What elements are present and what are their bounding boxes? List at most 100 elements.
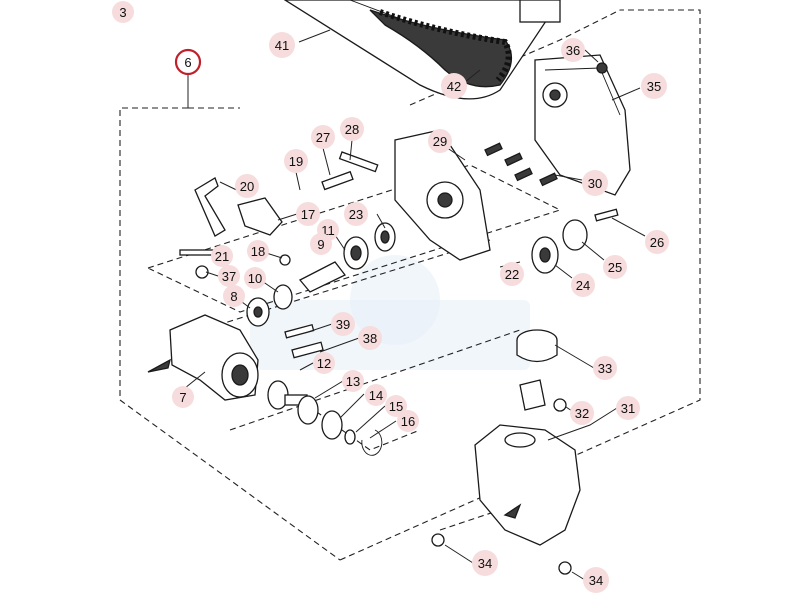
callout-number: 26	[650, 235, 664, 250]
callout-33: 33	[593, 356, 617, 380]
callout-number: 35	[647, 79, 661, 94]
callout-number: 38	[363, 331, 377, 346]
bearing-13	[297, 395, 319, 425]
callout-number: 24	[576, 278, 590, 293]
gear-11	[343, 236, 369, 270]
callout-circle	[472, 550, 498, 576]
callout-circle	[571, 273, 595, 297]
callout-circle	[313, 352, 335, 374]
watermark	[250, 255, 530, 370]
callout-circle	[385, 395, 407, 417]
snap-ring-16	[361, 429, 383, 456]
callout-34a: 34	[472, 550, 498, 576]
callout-number: 14	[369, 388, 383, 403]
callout-circle	[269, 32, 295, 58]
callout-number: 41	[275, 38, 289, 53]
lever-20	[194, 177, 226, 237]
callout-circle	[428, 129, 452, 153]
callout-circle	[342, 370, 364, 392]
callout-number: 16	[401, 414, 415, 429]
callout-number: 18	[251, 244, 265, 259]
callout-number: 32	[575, 406, 589, 421]
callout-circle	[174, 48, 202, 76]
callout-circle	[344, 202, 368, 226]
callout-number: 21	[215, 249, 229, 264]
callout-38: 38	[358, 326, 382, 350]
callout-3: 3	[112, 1, 134, 23]
callout-circle	[310, 233, 332, 255]
callout-number: 20	[240, 179, 254, 194]
callout-number: 3	[119, 5, 126, 20]
callout-number: 27	[316, 130, 330, 145]
nut-36	[596, 62, 608, 74]
callout-27: 27	[311, 125, 335, 149]
callout-number: 34	[589, 573, 603, 588]
callout-circle	[441, 73, 467, 99]
washer-25	[562, 219, 588, 251]
callout-circle	[244, 267, 266, 289]
callout-number: 10	[248, 271, 262, 286]
callout-15: 15	[385, 395, 407, 417]
callout-circle	[311, 125, 335, 149]
callout-circle	[218, 265, 240, 287]
callout-17: 17	[296, 202, 320, 226]
callout-9: 9	[310, 233, 332, 255]
callout-29: 29	[428, 129, 452, 153]
callout-6[interactable]: 6	[174, 48, 202, 76]
callout-circle	[582, 170, 608, 196]
callout-number: 30	[588, 176, 602, 191]
bearing-10	[273, 284, 293, 310]
callout-31: 31	[616, 396, 640, 420]
bolts-29-30	[484, 142, 558, 187]
callout-circle	[603, 255, 627, 279]
bolts-38-39	[284, 323, 324, 359]
callout-circle	[641, 73, 667, 99]
callout-7: 7	[172, 386, 194, 408]
callout-36: 36	[561, 38, 585, 62]
callout-number: 8	[230, 289, 237, 304]
callout-number: 33	[598, 361, 612, 376]
callout-number: 25	[608, 260, 622, 275]
callout-circle	[247, 240, 269, 262]
callout-32: 32	[570, 401, 594, 425]
callout-circle	[645, 230, 669, 254]
callout-8: 8	[223, 285, 245, 307]
callout-number: 12	[317, 356, 331, 371]
callout-circle	[570, 401, 594, 425]
callout-28: 28	[340, 117, 364, 141]
callout-25: 25	[603, 255, 627, 279]
screws-27-28	[321, 151, 379, 191]
callout-number: 28	[345, 122, 359, 137]
callout-number: 34	[478, 556, 492, 571]
bearing-23	[374, 222, 396, 252]
callout-26: 26	[645, 230, 669, 254]
callout-circle	[561, 38, 585, 62]
callout-41: 41	[269, 32, 295, 58]
bolt-37	[195, 265, 209, 279]
callout-circle	[112, 1, 134, 23]
callout-circle	[358, 326, 382, 350]
callout-number: 42	[447, 79, 461, 94]
callout-number: 17	[301, 207, 315, 222]
pinion-12	[267, 380, 308, 410]
bolt-34b	[558, 561, 572, 575]
strainer	[519, 379, 546, 411]
callout-circle	[223, 285, 245, 307]
callout-number: 36	[566, 43, 580, 58]
bolt-32	[553, 398, 567, 412]
callout-20: 20	[235, 174, 259, 198]
nut-18	[279, 254, 291, 266]
washer-15	[344, 429, 356, 445]
callout-34b: 34	[583, 567, 609, 593]
callout-37: 37	[218, 265, 240, 287]
callout-18: 18	[247, 240, 269, 262]
callout-number: 7	[179, 390, 186, 405]
saw-chain	[369, 9, 512, 88]
callout-number: 9	[317, 237, 324, 252]
callout-24: 24	[571, 273, 595, 297]
callout-circle	[365, 384, 387, 406]
callout-number: 13	[346, 374, 360, 389]
callout-number: 6	[184, 55, 191, 70]
